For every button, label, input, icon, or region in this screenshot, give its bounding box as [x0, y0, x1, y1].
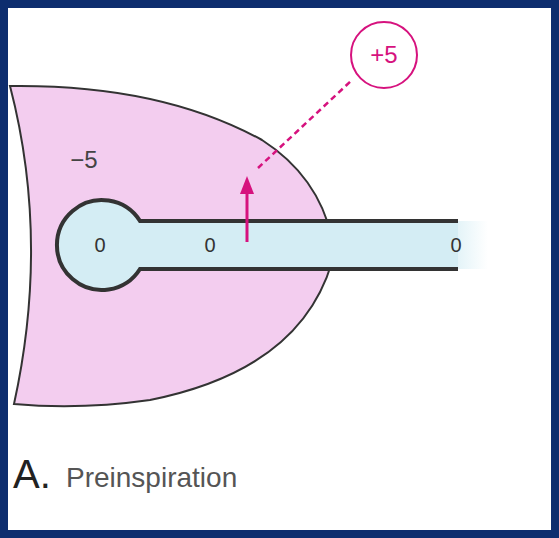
leader-line	[258, 80, 352, 168]
mouth-pressure: 0	[450, 235, 461, 255]
panel-title: Preinspiration	[66, 464, 237, 492]
pressure-arrow	[246, 192, 249, 242]
airway-pressure: 0	[204, 235, 215, 255]
pressure-circle: +5	[350, 21, 418, 89]
airway-wall	[57, 200, 458, 290]
airway	[57, 200, 458, 290]
pressure-value: +5	[370, 43, 397, 67]
panel-letter: A.	[13, 454, 51, 494]
pressure-arrowhead	[240, 176, 254, 194]
pleural-pressure: −5	[70, 148, 97, 172]
alveolar-pressure: 0	[94, 235, 105, 255]
